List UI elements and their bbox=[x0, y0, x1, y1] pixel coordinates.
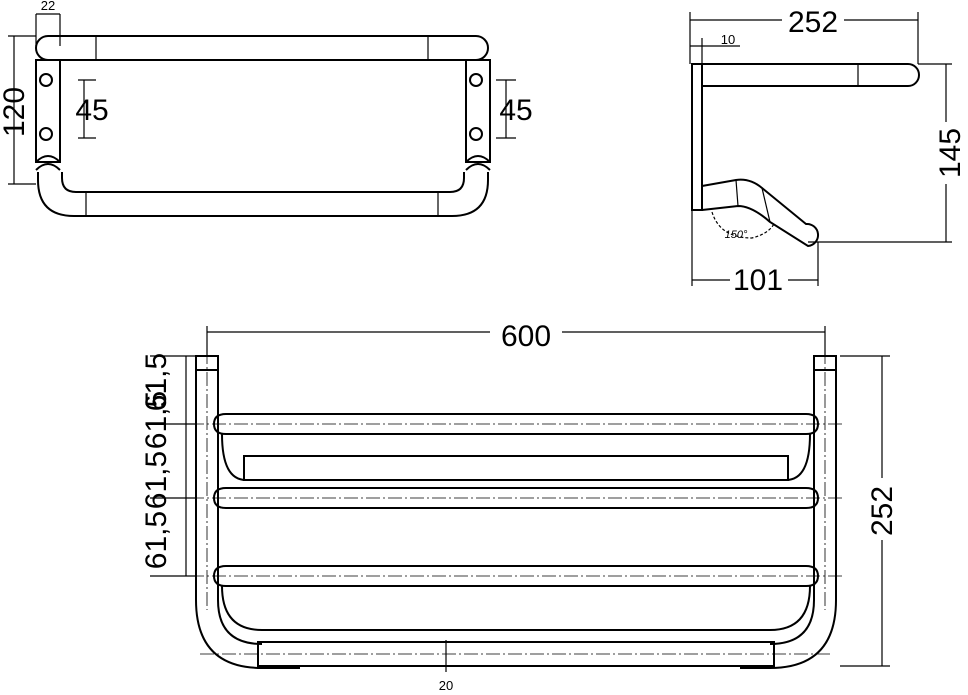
right-mount-hole-top bbox=[469, 73, 483, 87]
dim-side-bottom: 101 bbox=[733, 264, 783, 297]
left-side-rail bbox=[195, 370, 300, 669]
dim-side-depth: 252 bbox=[788, 6, 838, 39]
side-profile-view: 150° 252 10 145 101 bbox=[689, 6, 967, 297]
dim-spacing-4: 61,5 bbox=[140, 511, 173, 569]
dim-hole-spacing-right: 45 bbox=[499, 94, 532, 127]
front-elevation-view: 22 120 45 45 bbox=[0, 0, 533, 217]
dim-plate-thickness: 10 bbox=[721, 32, 735, 47]
dim-overall-width: 600 bbox=[501, 320, 551, 353]
top-rail bbox=[35, 35, 489, 61]
dim-overall-height: 120 bbox=[0, 87, 31, 137]
dim-tab-width: 22 bbox=[41, 0, 55, 13]
dim-hole-spacing-left: 45 bbox=[75, 94, 108, 127]
right-mount-hole-bottom bbox=[469, 127, 483, 141]
left-mount-hole-top bbox=[39, 73, 53, 87]
top-arm bbox=[702, 63, 920, 87]
shelf-bar-2 bbox=[212, 487, 820, 509]
left-mount-plate bbox=[35, 59, 61, 163]
shelf-bar-3 bbox=[212, 565, 820, 587]
dim-plan-depth: 252 bbox=[866, 486, 899, 536]
wall-plate bbox=[691, 63, 703, 211]
dim-spacing-1: 61,5 bbox=[140, 353, 173, 411]
plan-view: 600 252 61,5 61,5 61,5 61,5 20 bbox=[140, 320, 899, 693]
dim-arm-angle: 150° bbox=[725, 229, 748, 241]
left-mount-hole-bottom bbox=[39, 127, 53, 141]
dim-spacing-3: 61,5 bbox=[140, 451, 173, 509]
right-mount-plate bbox=[465, 59, 491, 163]
dim-spacing-2: 61,5 bbox=[140, 391, 173, 449]
dim-tube-diameter: 20 bbox=[439, 678, 453, 693]
shelf-bar-1 bbox=[212, 413, 820, 435]
lower-arm bbox=[701, 178, 820, 248]
right-side-rail bbox=[740, 370, 837, 669]
shelf-tray bbox=[243, 455, 789, 481]
bottom-u-rail bbox=[37, 172, 489, 217]
dim-side-height: 145 bbox=[934, 128, 967, 178]
